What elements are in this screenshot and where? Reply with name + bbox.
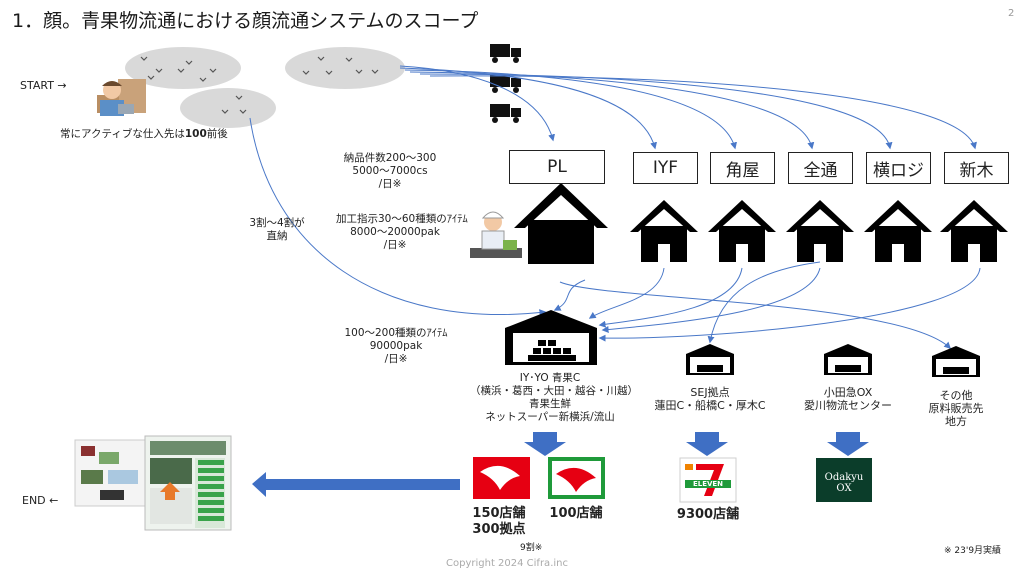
supplier-arrows [249, 65, 977, 317]
house-icon-iyf [630, 200, 698, 262]
warehouse-label-yokologi: 横ロジ [866, 152, 931, 184]
sej-store-count: 9300店舗 [676, 507, 740, 522]
system-screenshot-thumbnails [74, 435, 232, 531]
start-label: START → [20, 79, 67, 92]
house-icon-kadoya [708, 200, 776, 262]
warehouse-arrows [553, 261, 981, 349]
supplier-person-icon [97, 79, 146, 116]
warehouse-label-kadoya: 角屋 [710, 152, 775, 184]
page-title: 1．顔。青果物流通における顔流通システムのスコープ [12, 10, 479, 32]
footnote: ※ 23'9月実績 [944, 546, 1002, 556]
copyright: Copyright 2024 Cifra.inc [446, 558, 568, 569]
odakyu-logo [816, 458, 872, 502]
supplier-cluster-3 [180, 88, 276, 128]
truck-icons [490, 44, 521, 123]
house-icon-araki [940, 200, 1008, 262]
house-icon-yokologi [864, 200, 932, 262]
warehouse-label-iyf: IYF [633, 152, 698, 184]
center-icon-iy [505, 310, 597, 365]
center-icon-sej [686, 344, 734, 375]
odakyu-logo-text: Odakyu OX [824, 472, 864, 494]
end-label: END ← [22, 494, 59, 507]
warehouse-label-araki: 新木 [944, 152, 1009, 184]
supplier-cluster-2 [285, 47, 405, 89]
center-label-other: その他原料販売先地方 [928, 389, 984, 428]
center-icon-odakyu [824, 344, 872, 375]
down-arrows [524, 432, 869, 456]
distribution-center-icons [505, 310, 980, 377]
yo-logo [548, 457, 605, 499]
check-marks [140, 56, 379, 114]
center-label-sej: SEJ拠点蓮田C・船橋C・厚木C [654, 386, 766, 412]
processing-worker-icon [470, 211, 522, 258]
center-label-iy: IY･YO 青果C（横浜・葛西・大田・越谷・川越）青果生鮮ネットスーパー新横浜/… [470, 372, 638, 423]
center-icon-other [932, 346, 980, 377]
truck-icon [490, 74, 521, 93]
warehouse-label-zentsu: 全通 [788, 152, 853, 184]
truck-icon [490, 44, 521, 63]
active-suppliers-note: 常にアクティブな仕入先は100前後 [60, 128, 228, 140]
share-note: 9割※ [520, 543, 543, 553]
truck-icon [490, 104, 521, 123]
direct-delivery-note: 3割～4割が直納 [249, 217, 305, 242]
seven-eleven-logo-text: ELEVEN [692, 480, 724, 488]
seven-eleven-logo [679, 457, 737, 503]
end-arrow [252, 472, 460, 497]
iy-logo [473, 457, 530, 499]
page-number: 2 [1008, 8, 1015, 19]
house-icon-zentsu [786, 200, 854, 262]
house-icon-pl [514, 183, 608, 264]
supplier-cluster-1 [125, 47, 241, 89]
warehouse-label-pl: PL [509, 150, 605, 184]
yo-store-count: 100店舗 [549, 506, 603, 521]
warehouse-icons [514, 183, 1008, 264]
